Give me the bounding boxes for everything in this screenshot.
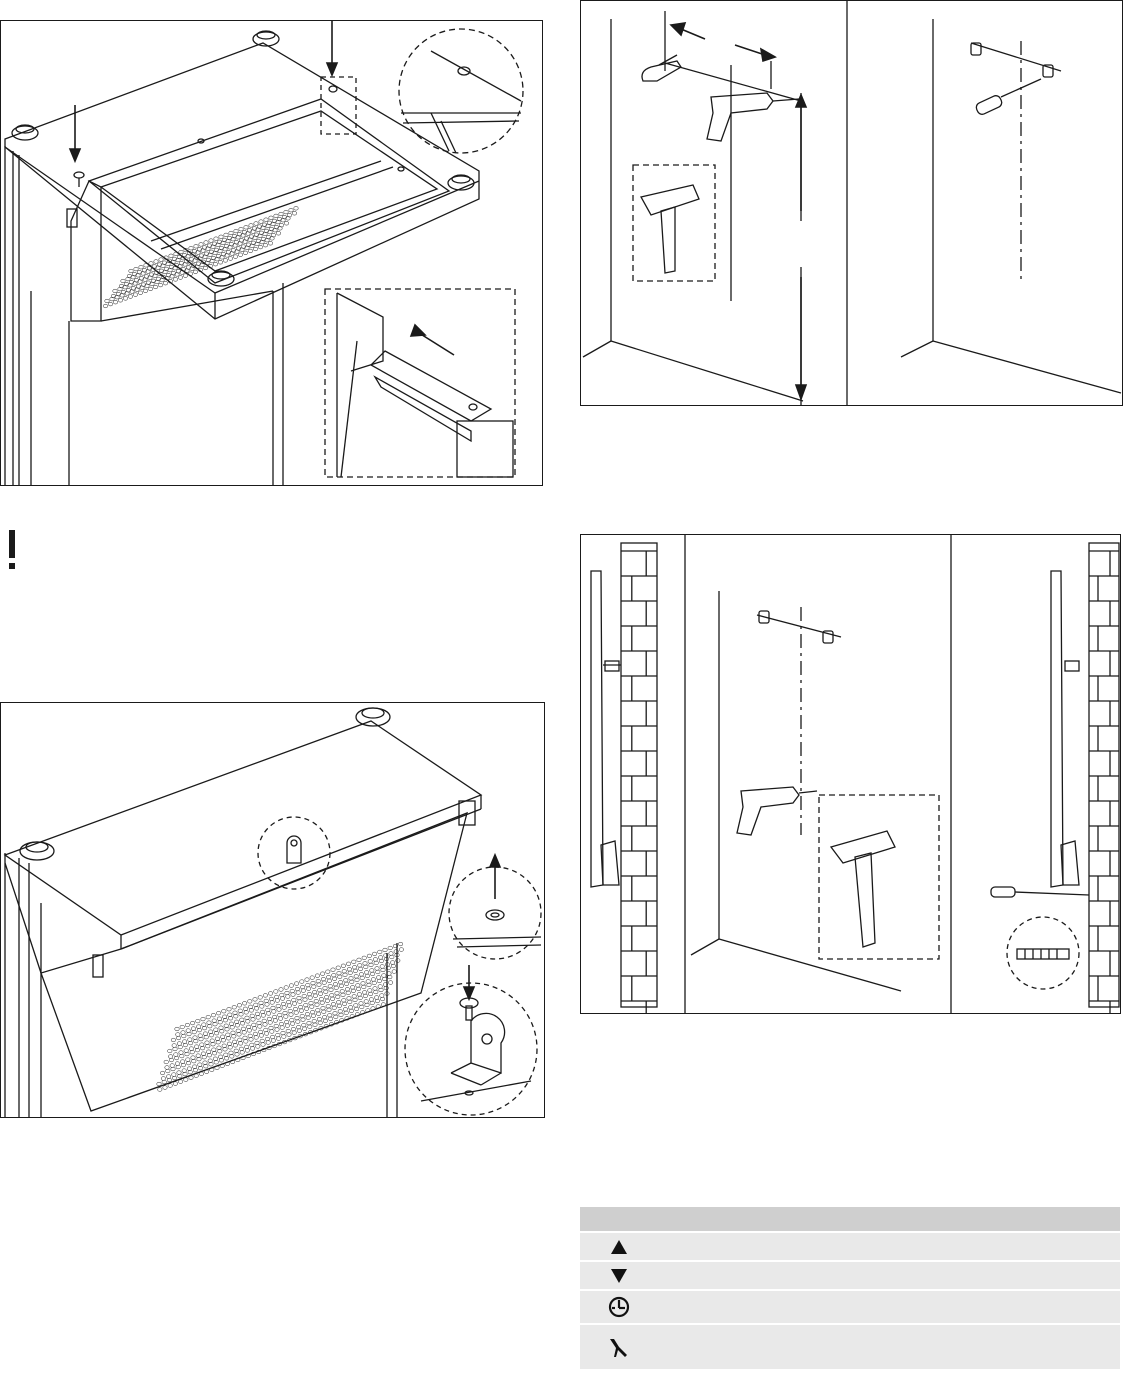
legend-row	[580, 1291, 1120, 1323]
warning-exclamation-icon	[5, 530, 19, 570]
wrench-icon	[607, 1335, 631, 1359]
wall-marking-drawing	[581, 1, 1123, 406]
icon-legend-table	[580, 1205, 1120, 1371]
triangle-down-icon	[611, 1269, 627, 1283]
wall-mounting-drawing	[581, 535, 1121, 1014]
legend-row	[580, 1262, 1120, 1289]
figure-wall-marking	[580, 0, 1123, 406]
figure-wall-mounting	[580, 534, 1121, 1014]
hood-bracket-drawing	[1, 703, 545, 1118]
legend-row-text	[658, 1325, 1120, 1369]
filter-mesh-pattern	[103, 207, 298, 308]
legend-row-text	[658, 1262, 1120, 1289]
filter-mesh-pattern	[157, 942, 404, 1091]
top-frame-drawing	[1, 21, 543, 486]
legend-row-text	[658, 1233, 1120, 1260]
legend-row-text	[658, 1291, 1120, 1323]
legend-row	[580, 1233, 1120, 1260]
triangle-up-icon	[611, 1240, 627, 1254]
legend-header-row	[580, 1207, 1120, 1231]
figure-hood-bracket	[0, 702, 545, 1118]
legend-header-symbol	[580, 1207, 658, 1231]
figure-top-frame	[0, 20, 543, 486]
legend-row	[580, 1325, 1120, 1369]
legend-header-description	[658, 1207, 1120, 1231]
clock-icon	[608, 1296, 630, 1318]
